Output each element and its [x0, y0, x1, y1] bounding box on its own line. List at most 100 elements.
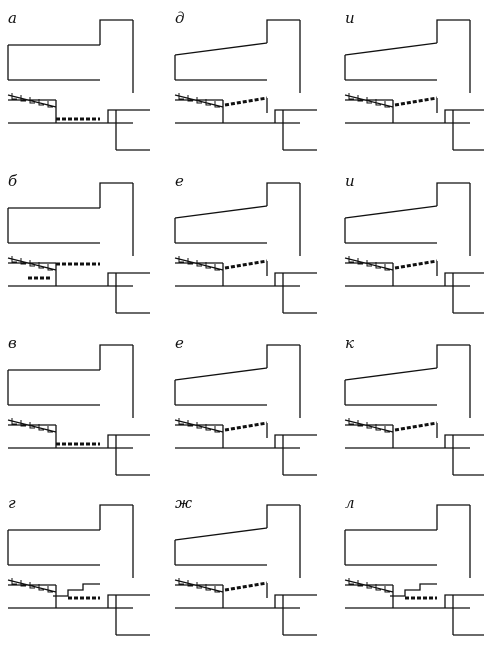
borehole-tick — [196, 582, 202, 589]
panel-label: г — [8, 494, 16, 512]
panel-i2: и — [344, 172, 484, 314]
panel-i1: и — [344, 9, 484, 151]
blast-slope — [344, 257, 394, 271]
borehole-tick — [205, 262, 211, 269]
charge-row — [224, 96, 268, 107]
panel-label: а — [8, 9, 17, 27]
panel-label: д — [175, 9, 185, 27]
stepped-charge — [390, 583, 437, 597]
borehole-tick — [348, 256, 354, 263]
lower-block-top — [444, 272, 453, 286]
lower-block-top — [107, 434, 116, 448]
borehole-tick — [384, 101, 390, 108]
borehole-tick — [38, 99, 44, 106]
blast-slope — [174, 94, 224, 108]
borehole-tick — [47, 264, 53, 271]
borehole-tick — [178, 578, 184, 585]
borehole-tick — [11, 93, 17, 100]
blast-slope — [344, 419, 394, 433]
upper-bench-crest — [344, 367, 438, 381]
panel-label: ж — [175, 494, 192, 512]
borehole-tick — [20, 580, 26, 587]
lower-block-top — [274, 272, 283, 286]
upper-bench-face — [99, 504, 133, 530]
lower-block-top — [274, 594, 283, 608]
borehole-tick — [357, 95, 363, 102]
borehole-tick — [38, 584, 44, 591]
borehole-tick — [366, 260, 372, 267]
borehole-tick — [47, 586, 53, 593]
panel-k: к — [344, 334, 484, 476]
panel-label: в — [8, 334, 17, 352]
blast-slope — [174, 257, 224, 271]
lower-block-top — [274, 434, 283, 448]
borehole-tick — [348, 93, 354, 100]
upper-bench-face — [99, 344, 133, 370]
upper-bench-face — [266, 344, 300, 368]
borehole-tick — [20, 95, 26, 102]
upper-bench-face — [266, 182, 300, 206]
panel-label: и — [345, 9, 355, 27]
charge-row — [224, 581, 268, 592]
charge-row — [224, 421, 268, 432]
borehole-tick — [357, 420, 363, 427]
blast-slope — [7, 94, 57, 108]
panel-a: а — [7, 9, 150, 151]
panel-d: д — [174, 9, 317, 151]
upper-bench-crest — [174, 42, 268, 56]
panel-label: е — [175, 334, 184, 352]
upper-bench-face — [99, 182, 133, 208]
panel-e1: е — [174, 172, 317, 314]
upper-bench-crest — [344, 205, 438, 219]
borehole-tick — [47, 426, 53, 433]
upper-bench-crest — [174, 527, 268, 541]
charge-row — [394, 96, 438, 107]
borehole-tick — [11, 418, 17, 425]
borehole-tick — [366, 582, 372, 589]
borehole-tick — [348, 578, 354, 585]
upper-bench-crest — [174, 367, 268, 381]
upper-bench-face — [266, 19, 300, 43]
panel-g: г — [7, 494, 150, 636]
borehole-tick — [375, 99, 381, 106]
panel-label: и — [345, 172, 355, 190]
blast-slope — [174, 579, 224, 593]
panel-e2: е — [174, 334, 317, 476]
borehole-tick — [375, 424, 381, 431]
upper-bench-face — [436, 504, 470, 530]
borehole-tick — [38, 262, 44, 269]
lower-block-top — [444, 109, 453, 123]
blast-slope — [174, 419, 224, 433]
borehole-tick — [11, 256, 17, 263]
upper-bench-crest — [344, 42, 438, 56]
stepped-charge — [53, 583, 100, 597]
blast-slope — [7, 579, 57, 593]
borehole-tick — [47, 101, 53, 108]
borehole-tick — [196, 97, 202, 104]
borehole-tick — [205, 424, 211, 431]
upper-bench-face — [436, 19, 470, 43]
borehole-tick — [29, 422, 35, 429]
lower-block-top — [107, 272, 116, 286]
borehole-tick — [29, 582, 35, 589]
upper-bench-face — [266, 504, 300, 528]
borehole-tick — [20, 258, 26, 265]
borehole-tick — [214, 101, 220, 108]
borehole-tick — [187, 95, 193, 102]
borehole-tick — [178, 256, 184, 263]
borehole-tick — [384, 586, 390, 593]
borehole-tick — [375, 584, 381, 591]
borehole-tick — [29, 97, 35, 104]
lower-block-top — [107, 109, 116, 123]
lower-block-top — [444, 594, 453, 608]
borehole-tick — [384, 264, 390, 271]
panel-label: л — [345, 494, 355, 512]
upper-bench-crest — [174, 205, 268, 219]
charge-row — [394, 259, 438, 270]
panel-zh: ж — [174, 494, 317, 636]
borehole-tick — [366, 97, 372, 104]
lower-block-top — [107, 594, 116, 608]
charge-row — [224, 259, 268, 270]
borehole-tick — [187, 258, 193, 265]
